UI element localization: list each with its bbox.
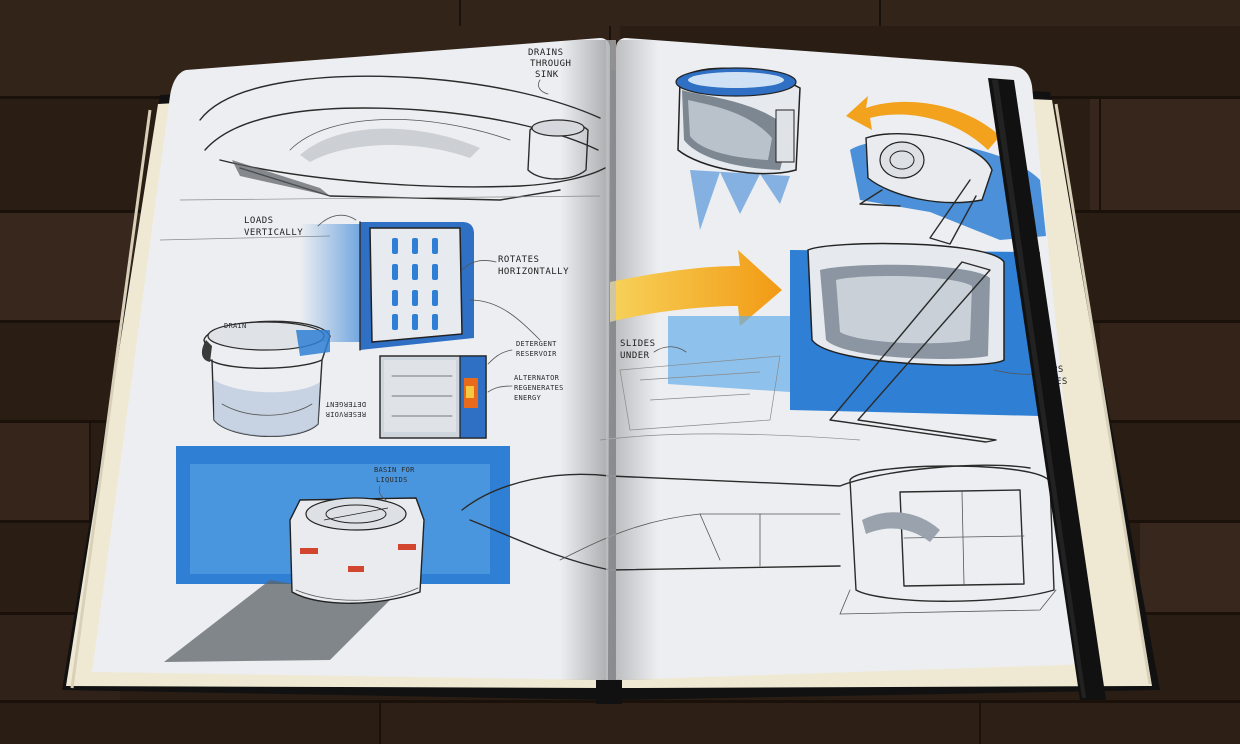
vertical-loader-sketch (300, 221, 541, 351)
left-page: DRAINS THROUGH SINK LOADS VERTICALLY ROT… (92, 38, 610, 680)
drain-unit-sketch (201, 320, 331, 437)
note-detergent-mirror-line2: RESERVOIR (325, 410, 366, 418)
note-detergent-line1: DETERGENT (516, 340, 557, 348)
slides-under-sketch (599, 355, 861, 441)
rotate-arrow (846, 96, 1000, 150)
note-clipped-line2: ES (1056, 377, 1068, 387)
note-rotates-line1: ROTATES (498, 255, 539, 265)
note-alternator-line3: ENERGY (514, 394, 542, 402)
note-alternator-line2: REGENERATES (514, 384, 564, 392)
spine-gutter (606, 40, 616, 690)
note-slides-line1: SLIDES (620, 339, 656, 349)
alternator-sketch (379, 355, 487, 439)
note-basin-line1: BASIN FOR (374, 466, 415, 474)
elastic-band (988, 78, 1106, 700)
slide-arrow (610, 250, 782, 326)
tub-sketch (159, 75, 606, 241)
note-loads-line1: LOADS (244, 216, 274, 226)
note-basin-line2: LIQUIDS (376, 476, 408, 484)
note-loads-line2: VERTICALLY (244, 228, 303, 238)
note-clipped-line1: PS (1052, 365, 1064, 375)
stand-unit-sketch (850, 133, 1046, 245)
basin-sketch (164, 446, 510, 662)
note-drain-small: DRAIN (224, 322, 247, 330)
note-detergent-mirror-line1: DETERGENT (325, 400, 366, 408)
right-annotations: SLIDES UNDER PS ES (620, 339, 1068, 387)
right-page: SLIDES UNDER PS ES (461, 38, 1090, 680)
drum-sketch (675, 67, 801, 230)
spine-bottom (596, 680, 622, 704)
note-alternator-line1: ALTERNATOR (514, 374, 560, 382)
slide-machine-sketch (668, 242, 1040, 443)
note-slides-line2: UNDER (620, 351, 650, 361)
note-rotates-line2: HORIZONTALLY (498, 267, 569, 277)
left-annotations: DRAINS THROUGH SINK LOADS VERTICALLY ROT… (224, 48, 571, 501)
tunnel-sketch (461, 464, 1057, 615)
note-drains-line2: THROUGH (530, 59, 571, 69)
note-drains-line3: SINK (535, 70, 559, 80)
note-drains-line1: DRAINS (528, 48, 564, 58)
note-detergent-line2: RESERVOIR (516, 350, 557, 358)
